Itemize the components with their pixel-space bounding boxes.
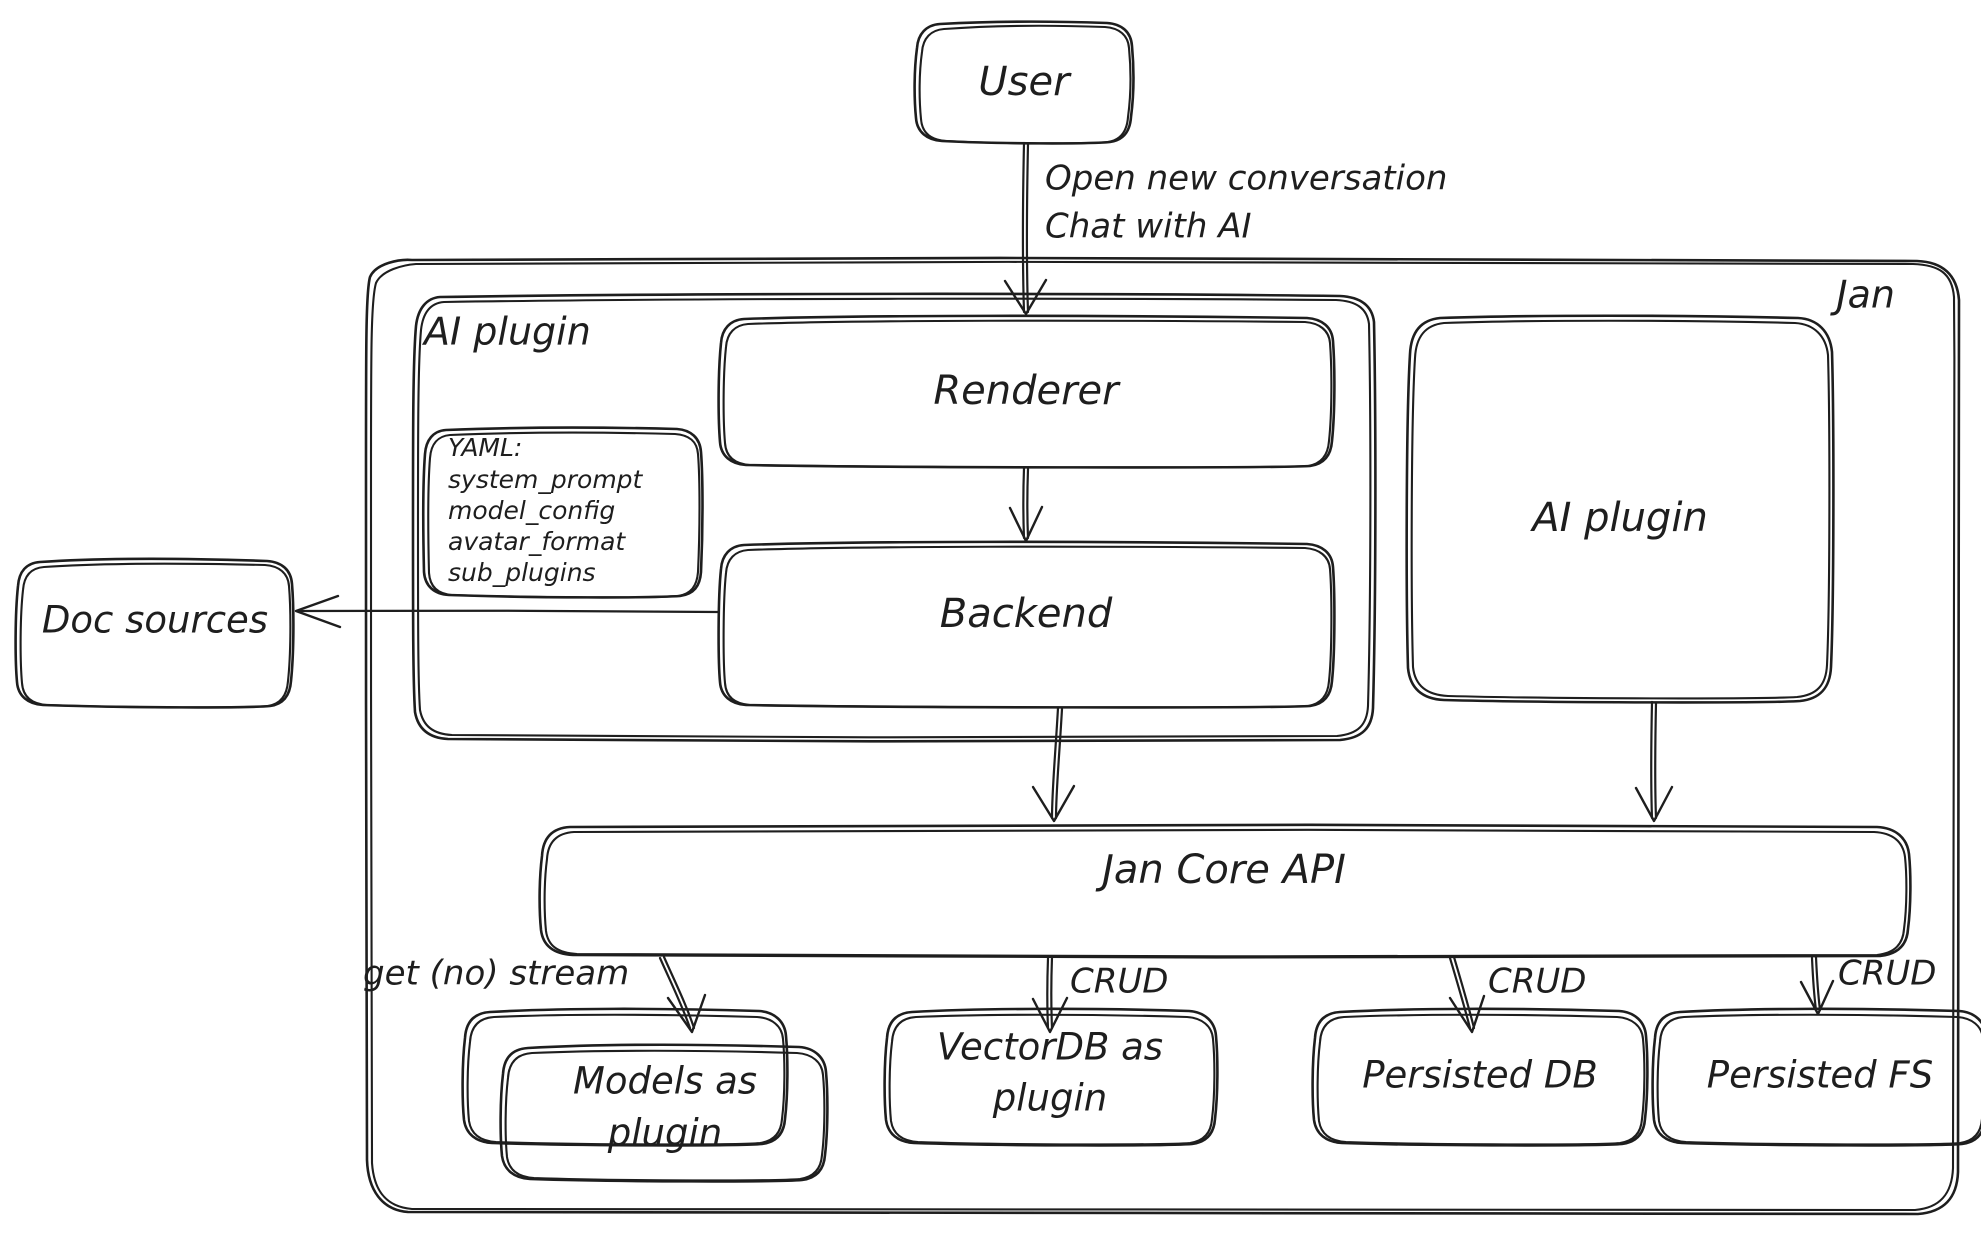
models-plugin-label-line2: plugin [607,1112,722,1155]
vectordb-plugin-label-line2: plugin [992,1077,1107,1120]
renderer-node-label: Renderer [933,368,1121,414]
yaml-heading: YAML: [448,433,522,462]
edge-core-to-vectordb: CRUD [1031,955,1168,1034]
jan-container[interactable]: Jan [364,256,1962,1217]
edge-user-to-renderer-label-line2: Chat with AI [1045,207,1252,247]
jan-core-api-node[interactable]: Jan Core API [538,823,1912,959]
ai-plugin-node[interactable]: AI plugin [1405,314,1835,704]
models-plugin-node[interactable]: Models as plugin [461,1007,829,1183]
edge-core-to-persistedfs: CRUD [1799,954,1936,1016]
jan-core-api-node-label: Jan Core API [1095,847,1346,893]
ai-plugin-group-label: AI plugin [421,310,591,354]
edge-core-to-vectordb-label: CRUD [1070,962,1168,1002]
ai-plugin-node-label: AI plugin [1529,495,1708,541]
edge-ai-plugin-to-core [1634,700,1674,823]
edge-backend-to-doc-sources [294,594,720,629]
yaml-line-1: model_config [448,496,615,525]
edge-renderer-to-backend [1008,466,1044,543]
yaml-line-3: sub_plugins [448,558,596,587]
persisted-fs-node[interactable]: Persisted FS [1651,1007,1981,1147]
backend-node-label: Backend [940,591,1113,637]
edge-user-to-renderer: Open new conversation Chat with AI [1003,141,1447,316]
edge-core-to-persisteddb-label: CRUD [1488,962,1586,1002]
renderer-node[interactable]: Renderer [717,314,1336,469]
doc-sources-node-label: Doc sources [42,599,268,642]
yaml-line-2: avatar_format [448,527,626,556]
persisted-fs-node-label: Persisted FS [1707,1054,1933,1097]
edge-backend-to-core [1031,706,1076,823]
edge-core-to-models-label: get (no) stream [363,954,629,994]
edge-core-to-persistedfs-label: CRUD [1838,954,1936,994]
ai-plugin-group[interactable]: AI plugin [411,292,1377,743]
backend-node[interactable]: Backend [717,540,1336,709]
edge-core-to-models: get (no) stream [363,954,707,1034]
models-plugin-label-line1: Models as [573,1060,757,1103]
persisted-db-node[interactable]: Persisted DB [1311,1007,1649,1147]
user-node-label: User [978,59,1072,105]
doc-sources-node[interactable]: Doc sources [14,557,295,709]
user-node[interactable]: User [913,20,1135,145]
jan-container-label: Jan [1829,273,1895,317]
yaml-config-box[interactable]: YAML: system_prompt model_config avatar_… [422,426,704,599]
yaml-line-0: system_prompt [448,465,644,494]
edge-user-to-renderer-label-line1: Open new conversation [1045,159,1447,199]
edge-core-to-persisteddb: CRUD [1448,955,1586,1034]
persisted-db-node-label: Persisted DB [1362,1054,1598,1097]
